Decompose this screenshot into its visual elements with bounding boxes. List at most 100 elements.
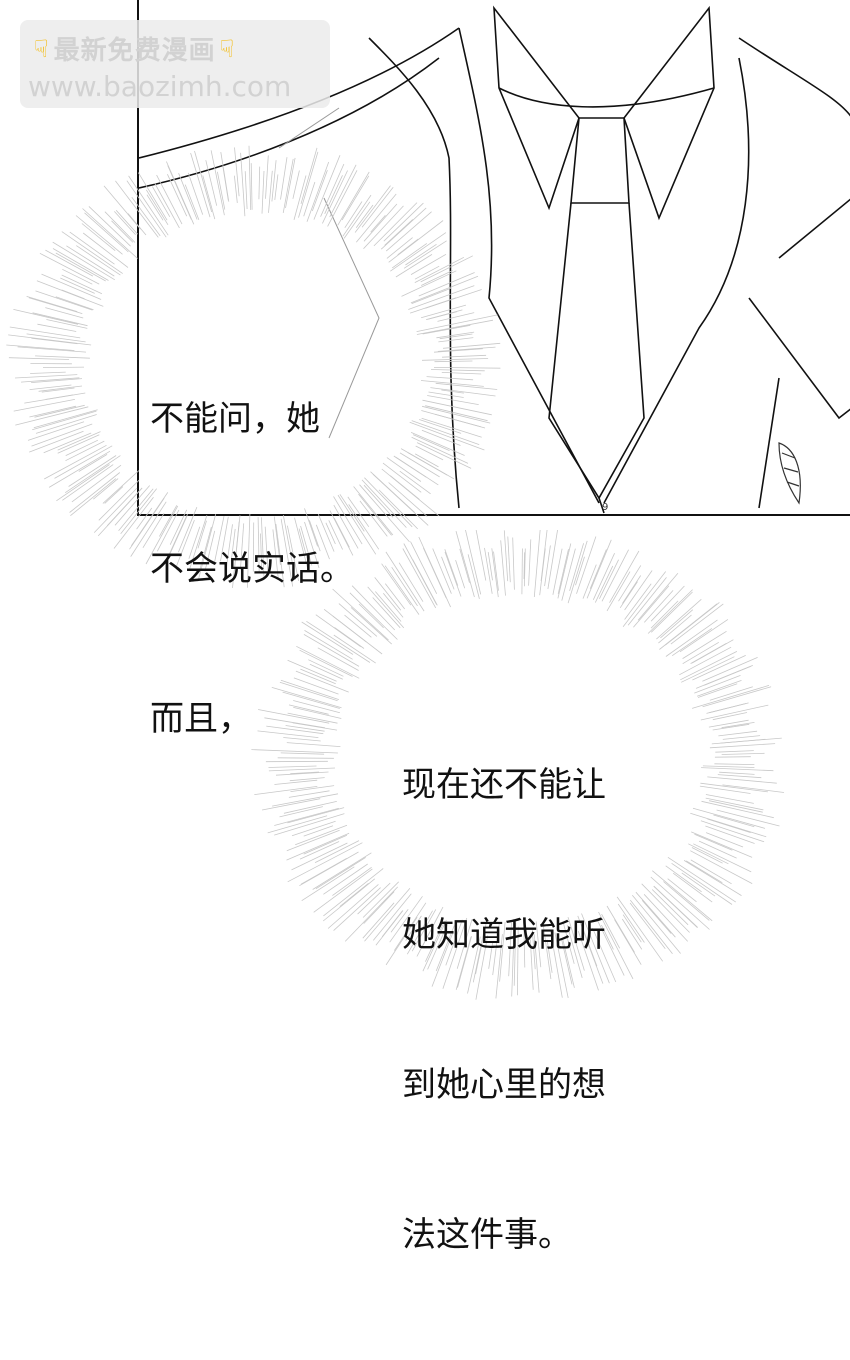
burst-line bbox=[45, 308, 83, 318]
burst-line bbox=[442, 372, 481, 374]
burst-line bbox=[313, 853, 372, 890]
burst-line bbox=[590, 549, 606, 588]
burst-line bbox=[30, 372, 66, 373]
burst-line bbox=[266, 155, 269, 198]
burst-line bbox=[70, 232, 115, 264]
burst-line bbox=[715, 751, 754, 753]
burst-line bbox=[431, 370, 485, 371]
burst-line bbox=[325, 175, 343, 214]
burst-line bbox=[83, 233, 128, 268]
burst-line bbox=[82, 224, 115, 251]
burst-line bbox=[404, 544, 437, 605]
burst-line bbox=[376, 911, 403, 946]
burst-line bbox=[235, 147, 240, 196]
burst-line bbox=[259, 167, 260, 200]
burst-line bbox=[456, 531, 474, 597]
burst-line bbox=[299, 152, 318, 218]
burst-line bbox=[39, 386, 82, 391]
burst-line bbox=[373, 598, 401, 628]
burst-line bbox=[623, 572, 666, 627]
burst-line bbox=[568, 541, 587, 603]
speech-line: 不会说实话。 bbox=[150, 544, 354, 594]
burst-line bbox=[504, 530, 507, 581]
burst-line bbox=[692, 685, 769, 708]
burst-line bbox=[421, 271, 452, 286]
burst-line bbox=[715, 757, 751, 758]
burst-line bbox=[415, 266, 439, 279]
panel-number: 9 bbox=[602, 502, 608, 513]
burst-line bbox=[723, 785, 785, 793]
pointing-hand-icon: ☟ bbox=[220, 35, 236, 63]
burst-line bbox=[701, 821, 764, 842]
speech-line: 而且， bbox=[150, 694, 354, 744]
burst-line bbox=[195, 151, 212, 212]
watermark-title: 最新免费漫画 bbox=[54, 30, 216, 67]
burst-line bbox=[44, 445, 106, 479]
burst-line bbox=[701, 768, 773, 771]
burst-line bbox=[714, 815, 755, 827]
burst-line bbox=[66, 246, 114, 276]
burst-line bbox=[352, 586, 395, 630]
burst-line bbox=[15, 375, 77, 378]
burst-line bbox=[423, 325, 471, 334]
burst-line bbox=[114, 211, 135, 234]
burst-line bbox=[513, 538, 515, 590]
speech-line: 到她心里的想 bbox=[402, 1060, 606, 1110]
burst-line bbox=[540, 548, 546, 595]
burst-line bbox=[283, 159, 293, 213]
burst-line bbox=[494, 552, 499, 591]
burst-line bbox=[14, 399, 75, 411]
burst-line bbox=[630, 903, 665, 949]
burst-line bbox=[722, 753, 765, 754]
burst-line bbox=[85, 213, 129, 252]
burst-line bbox=[188, 173, 203, 215]
burst-line bbox=[234, 176, 237, 203]
burst-line bbox=[442, 355, 486, 357]
burst-line bbox=[288, 843, 363, 882]
comic-page: 9 不能问，她 不会说实话。 而且， 现在还不能让 她知道我能听 到她心里的想 … bbox=[0, 0, 850, 1220]
burst-line bbox=[293, 171, 300, 199]
burst-line bbox=[364, 204, 397, 241]
burst-line bbox=[364, 478, 412, 527]
burst-line bbox=[475, 530, 486, 581]
burst-line bbox=[45, 250, 93, 276]
burst-line bbox=[385, 584, 404, 609]
burst-line bbox=[29, 298, 82, 314]
burst-line bbox=[62, 232, 123, 274]
burst-line bbox=[607, 572, 630, 611]
burst-line bbox=[433, 549, 452, 594]
burst-line bbox=[286, 158, 296, 208]
burst-line bbox=[35, 356, 90, 358]
burst-line bbox=[445, 552, 461, 597]
burst-line bbox=[548, 530, 558, 589]
burst-line bbox=[702, 657, 757, 681]
burst-line bbox=[185, 185, 199, 220]
burst-line bbox=[658, 615, 691, 643]
burst-line bbox=[714, 764, 754, 765]
burst-line bbox=[33, 313, 88, 326]
burst-line bbox=[375, 592, 401, 622]
burst-line bbox=[703, 687, 772, 707]
burst-line bbox=[9, 358, 69, 360]
burst-line bbox=[718, 775, 762, 778]
burst-line bbox=[49, 451, 110, 487]
site-watermark[interactable]: ☟ 最新免费漫画 ☟ www.baozimh.com bbox=[20, 20, 330, 108]
burst-line bbox=[422, 430, 461, 445]
burst-line bbox=[105, 487, 123, 504]
burst-line bbox=[249, 146, 251, 210]
burst-line bbox=[707, 777, 777, 783]
burst-line bbox=[371, 215, 386, 232]
burst-line bbox=[668, 879, 697, 902]
burst-line bbox=[386, 552, 424, 611]
burst-line bbox=[167, 174, 186, 216]
burst-line bbox=[275, 174, 278, 200]
burst-line bbox=[363, 882, 399, 918]
burst-line bbox=[428, 312, 457, 320]
burst-line bbox=[417, 320, 493, 334]
burst-line bbox=[152, 187, 169, 217]
burst-line bbox=[434, 349, 483, 353]
burst-line bbox=[364, 206, 404, 249]
burst-line bbox=[76, 216, 123, 255]
speech-line: 她知道我能听 bbox=[402, 910, 606, 960]
burst-line bbox=[400, 471, 431, 494]
